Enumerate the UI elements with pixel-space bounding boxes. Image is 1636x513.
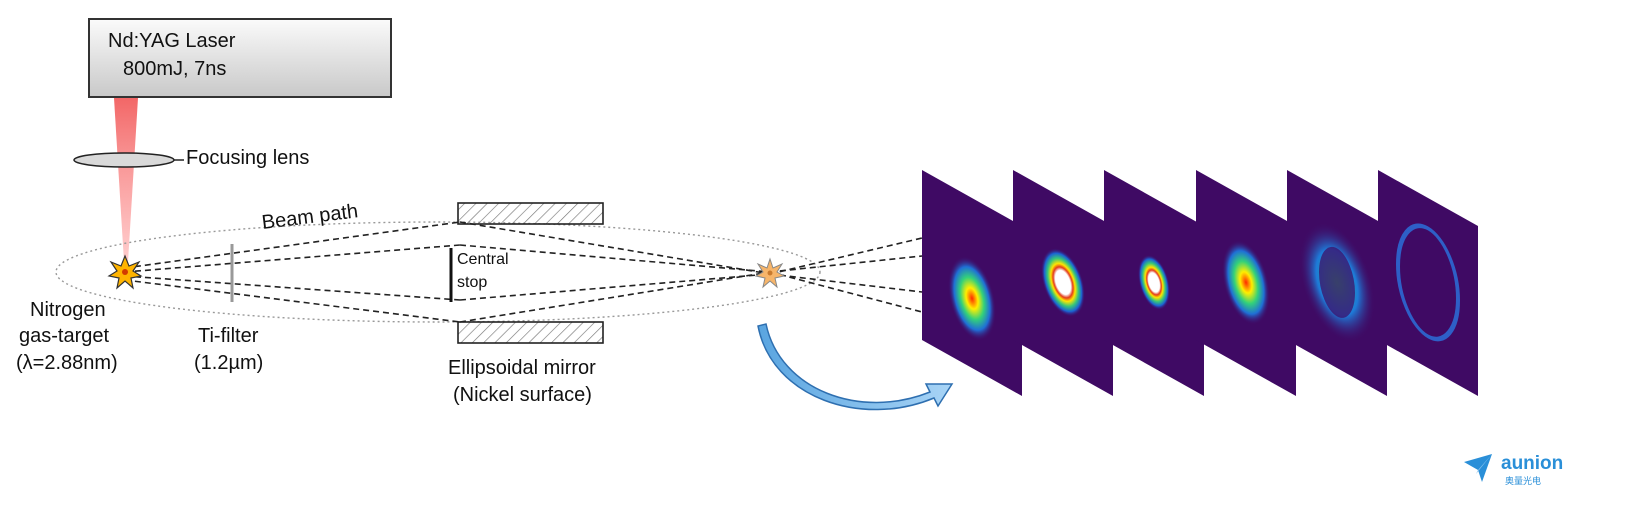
laser-spec-label: 800mJ, 7ns (123, 58, 227, 80)
panel-3 (1104, 170, 1204, 396)
tifilter-label-1: Ti-filter (198, 325, 259, 347)
aunion-logo-icon (1464, 454, 1492, 482)
detector-panels (922, 170, 1478, 396)
panel-6 (1378, 170, 1478, 396)
tifilter-label-2: (1.2µm) (194, 352, 264, 374)
focusing-lens-label: Focusing lens (186, 147, 310, 169)
mirror-bottom (457, 321, 604, 344)
panel-1 (922, 170, 1022, 396)
panel-2 (1013, 170, 1113, 396)
focusing-lens-shape (73, 152, 175, 168)
nitrogen-label-3: (λ=2.88nm) (16, 352, 118, 374)
ellipse-envelope (55, 221, 821, 323)
focus-star-icon (754, 257, 786, 289)
panel-5 (1287, 170, 1387, 396)
beam-rays (124, 221, 923, 323)
panel-4 (1196, 170, 1296, 396)
nitrogen-label-2: gas-target (19, 325, 110, 347)
aunion-logo-subtext: 奥量光电 (1505, 476, 1542, 486)
mirror-top (457, 202, 604, 225)
laser-beam (114, 98, 138, 262)
central-stop-label-2: stop (457, 274, 488, 291)
mirror-label-2: (Nickel surface) (453, 384, 592, 406)
curved-arrow-icon (757, 323, 954, 411)
central-stop-label-1: Central (457, 251, 509, 268)
laser-name-label: Nd:YAG Laser (108, 30, 236, 52)
aunion-logo-text: aunion (1501, 453, 1564, 474)
laser-box (88, 18, 392, 98)
mirror-label-1: Ellipsoidal mirror (448, 357, 596, 379)
nitrogen-label-1: Nitrogen (30, 299, 106, 321)
source-star-icon (107, 254, 143, 290)
